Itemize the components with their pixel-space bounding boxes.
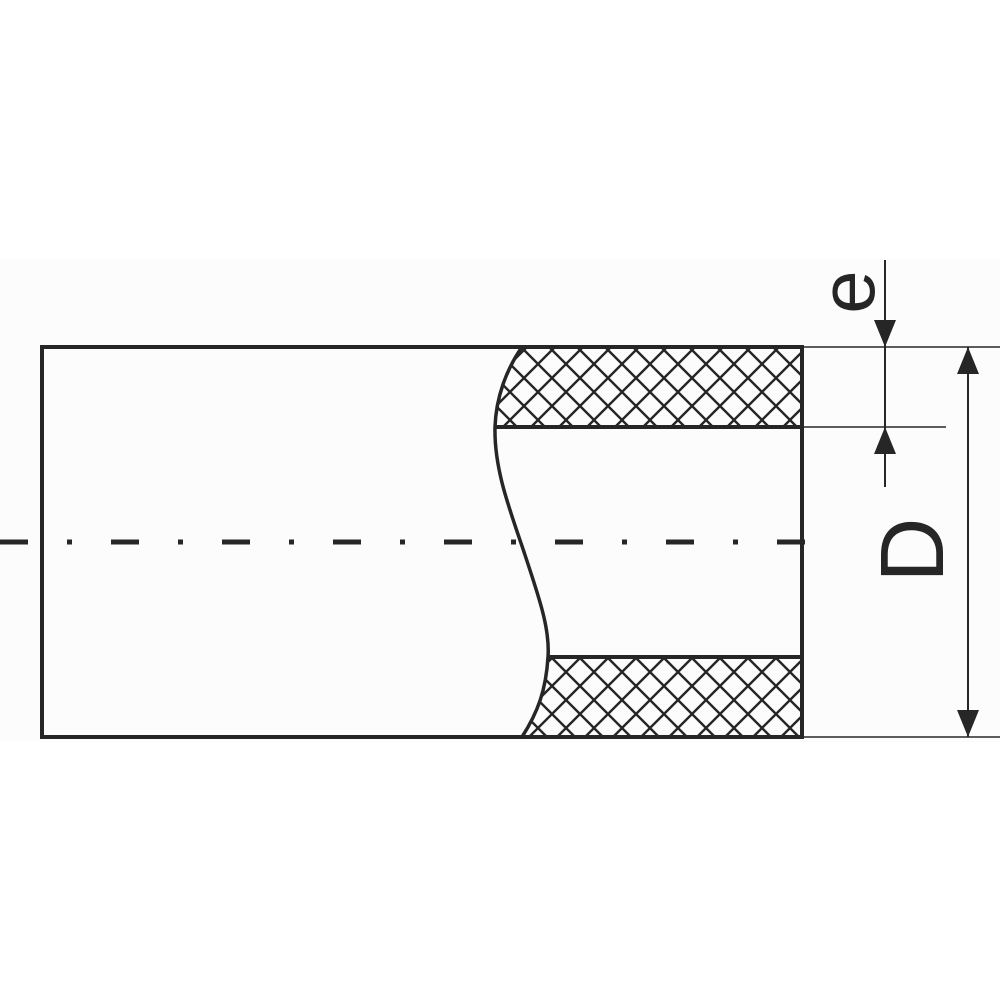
top-wall-hatch <box>495 347 802 427</box>
outer-diameter-label: D <box>863 517 963 583</box>
bottom-wall-hatch <box>522 657 802 737</box>
arrow-up-icon <box>874 427 896 454</box>
wall-thickness-label: e <box>803 270 891 314</box>
arrow-down-icon <box>874 320 896 347</box>
background-band <box>0 258 1000 742</box>
pipe-outline <box>40 345 804 739</box>
arrow-up-icon <box>957 347 979 374</box>
e-dimension <box>874 260 896 487</box>
arrow-down-icon <box>957 710 979 737</box>
break-line <box>493 346 551 738</box>
d-dimension <box>957 347 979 737</box>
